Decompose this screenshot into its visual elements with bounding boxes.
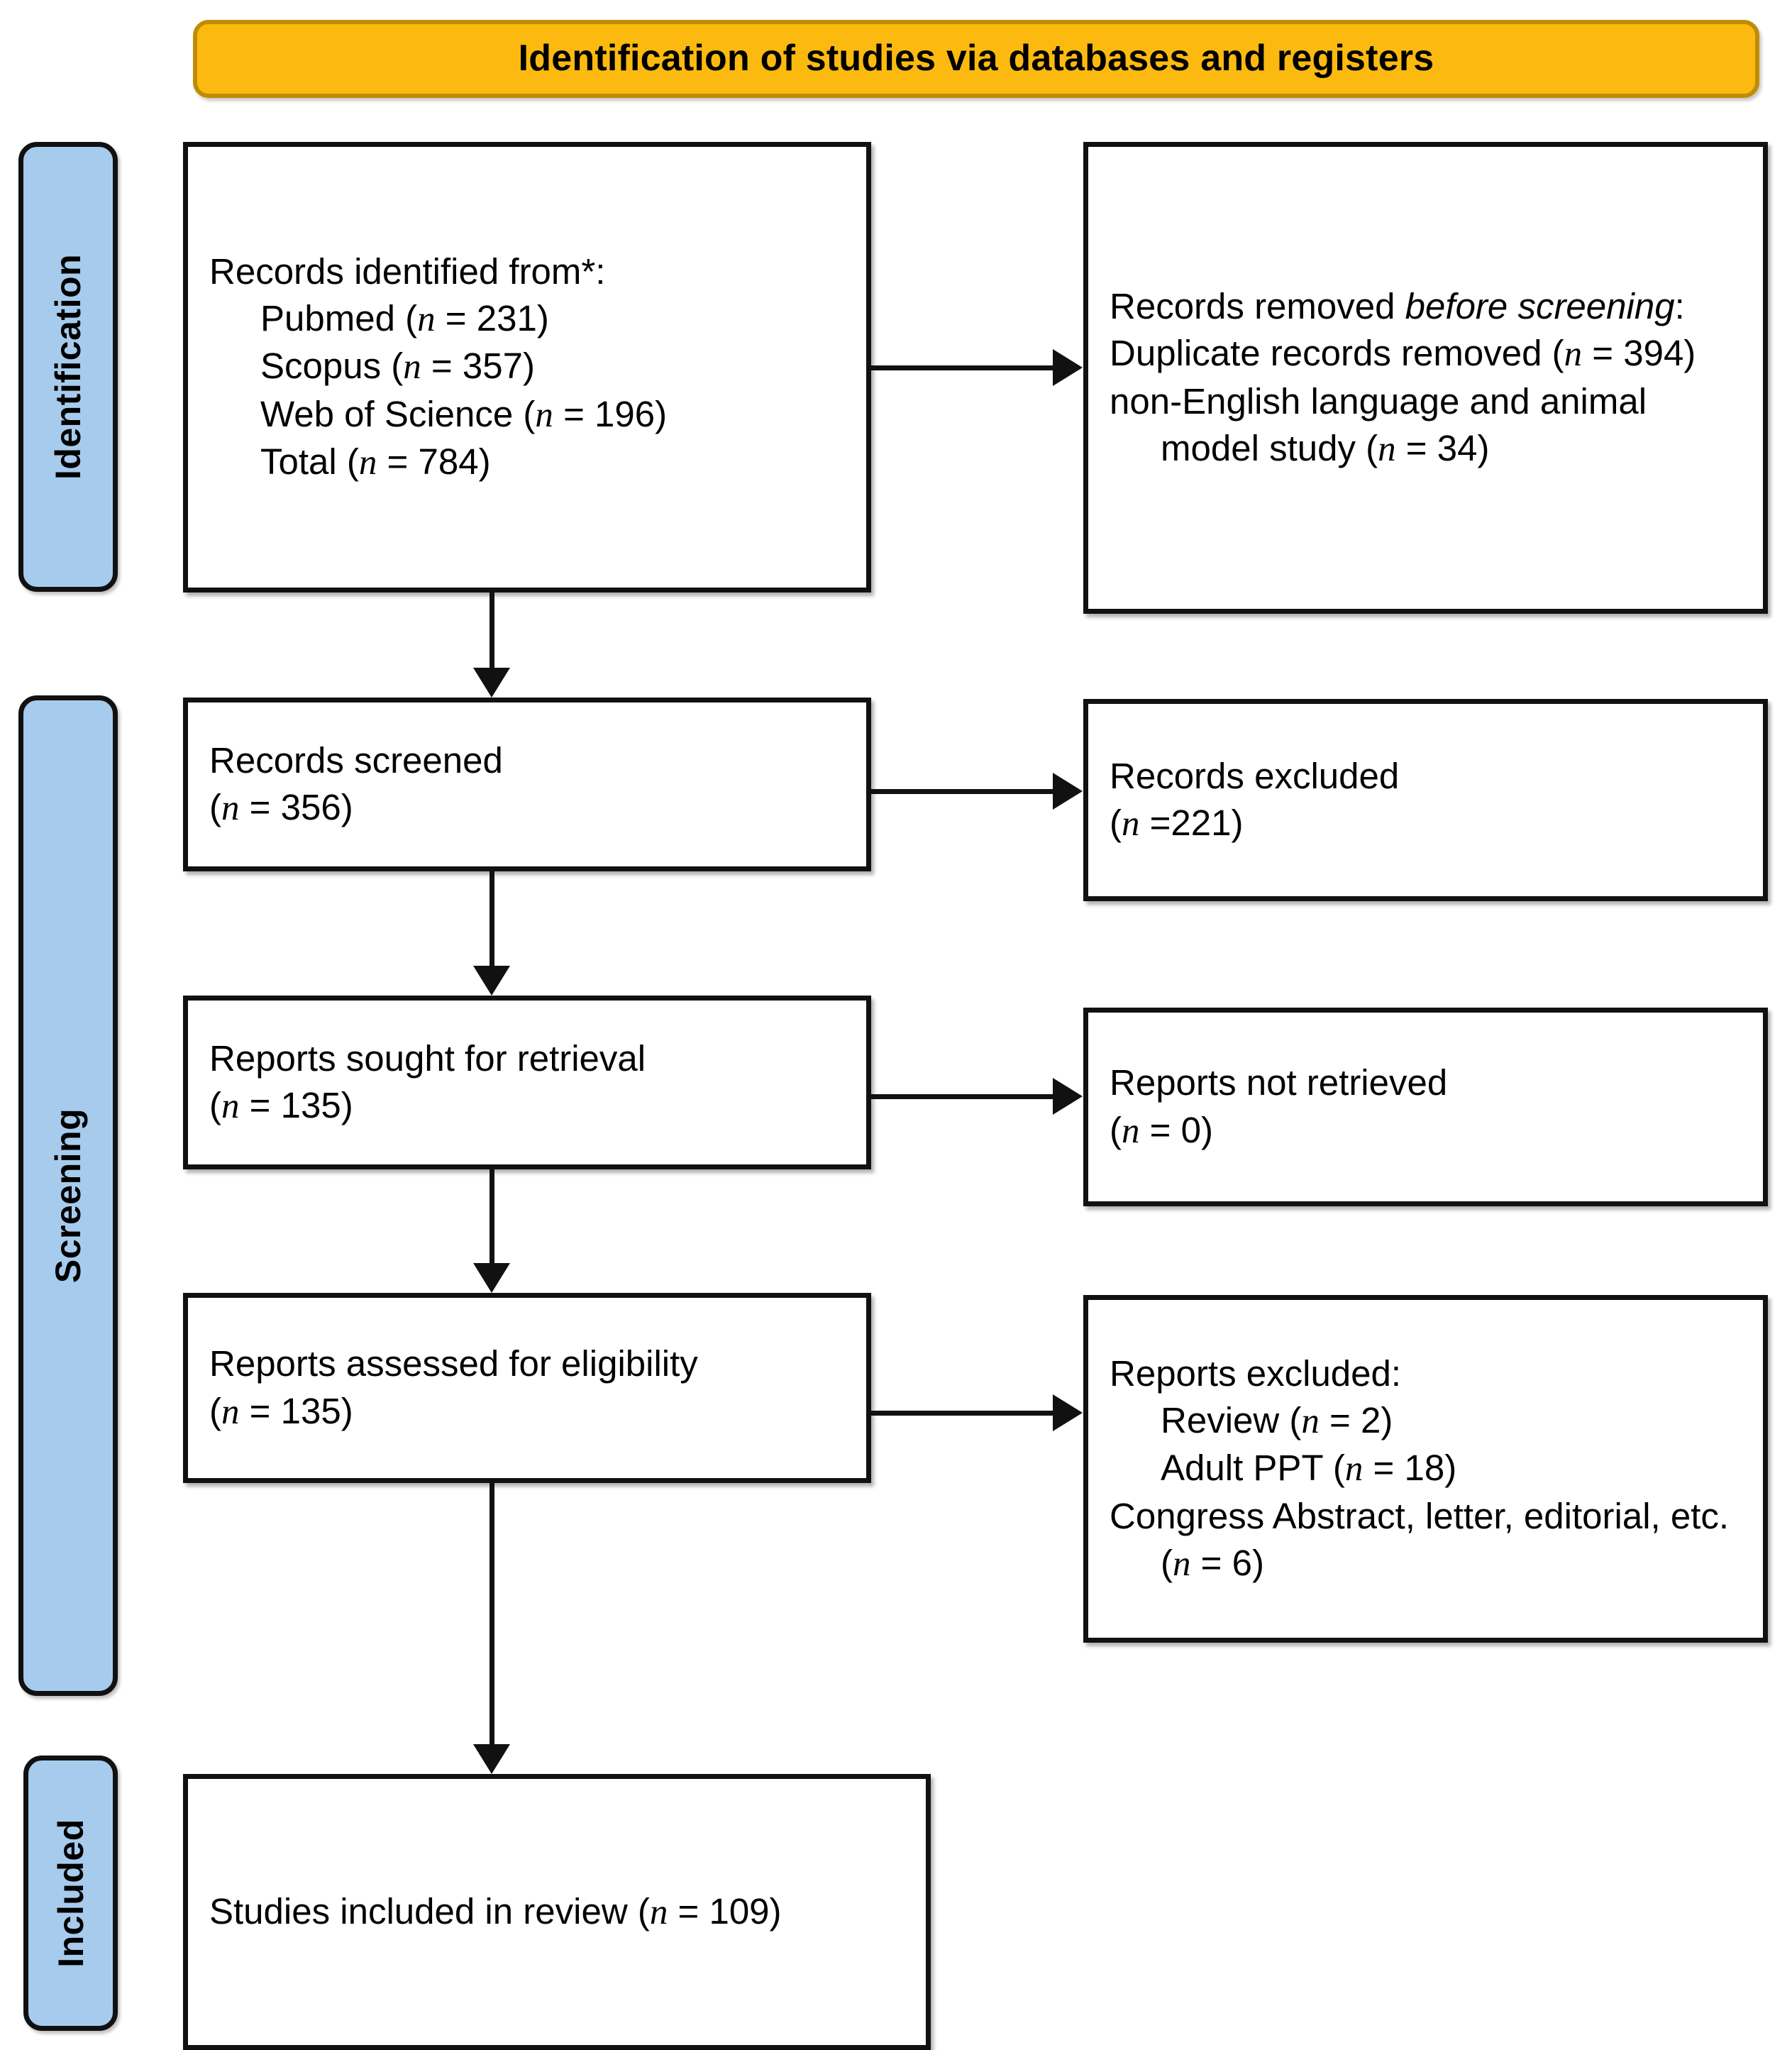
stage-label-identification-text: Identification (48, 253, 89, 480)
banner-title: Identification of studies via databases … (518, 38, 1434, 79)
reports-sought-label: Reports sought for retrieval (209, 1037, 646, 1079)
reports-not-retrieved-label: Reports not retrieved (1110, 1062, 1448, 1103)
box-reports-excluded-text: Reports excluded: Review (n = 2) Adult P… (1088, 1350, 1763, 1587)
box-records-removed-text: Records removed before screening: Duplic… (1088, 283, 1763, 473)
box-studies-included-text: Studies included in review (n = 109) (188, 1888, 926, 1936)
stage-label-included: Included (23, 1756, 118, 2031)
header-banner: Identification of studies via databases … (193, 20, 1759, 98)
box-reports-excluded: Reports excluded: Review (n = 2) Adult P… (1083, 1295, 1768, 1643)
reports-excluded-item-review: Review (n = 2) (1161, 1400, 1393, 1442)
arrow-sought-to-assessed-head (473, 1263, 510, 1293)
arrow-assessed-to-included-line (490, 1483, 494, 1744)
reports-assessed-count: (n = 135) (209, 1390, 353, 1432)
arrow-sought-to-not-retrieved-line (871, 1094, 1054, 1099)
box-records-identified-text: Records identified from*: Pubmed (n = 23… (188, 248, 866, 486)
stage-label-screening-text: Screening (48, 1108, 88, 1284)
arrow-screened-to-sought-line (490, 871, 494, 966)
box-reports-not-retrieved: Reports not retrieved (n = 0) (1083, 1008, 1768, 1206)
records-identified-item-scopus: Scopus (n = 357) (260, 346, 535, 387)
stage-label-screening: Screening (18, 695, 118, 1696)
box-records-removed: Records removed before screening: Duplic… (1083, 142, 1768, 614)
box-records-excluded: Records excluded (n =221) (1083, 699, 1768, 901)
reports-not-retrieved-count: (n = 0) (1110, 1109, 1213, 1151)
box-reports-sought: Reports sought for retrieval (n = 135) (183, 996, 871, 1169)
arrow-sought-to-not-retrieved-head (1053, 1078, 1083, 1115)
records-identified-heading: Records identified from*: (209, 250, 606, 292)
records-screened-count: (n = 356) (209, 787, 353, 828)
records-removed-item-duplicates: Duplicate records removed (n = 394) (1110, 333, 1696, 375)
studies-included-label: Studies included in review (n = 109) (209, 1890, 782, 1932)
arrow-screened-to-excluded-head (1053, 773, 1083, 810)
reports-excluded-item-adultppt: Adult PPT (n = 18) (1161, 1448, 1457, 1489)
box-studies-included: Studies included in review (n = 109) (183, 1774, 931, 2050)
box-records-excluded-text: Records excluded (n =221) (1088, 753, 1763, 848)
arrow-assessed-to-included-head (473, 1744, 510, 1774)
box-reports-sought-text: Reports sought for retrieval (n = 135) (188, 1035, 866, 1130)
reports-sought-count: (n = 135) (209, 1085, 353, 1126)
records-identified-item-total: Total (n = 784) (260, 441, 491, 483)
box-records-identified: Records identified from*: Pubmed (n = 23… (183, 142, 871, 593)
records-removed-item-nonenglish: non-English language and animal model st… (1110, 380, 1657, 469)
arrow-assessed-to-reports-excluded-head (1053, 1394, 1083, 1431)
box-reports-not-retrieved-text: Reports not retrieved (n = 0) (1088, 1059, 1763, 1154)
records-removed-heading: Records removed before screening: (1110, 285, 1685, 326)
arrow-identified-to-removed-line (871, 365, 1054, 370)
reports-excluded-heading: Reports excluded: (1110, 1352, 1402, 1394)
reports-assessed-label: Reports assessed for eligibility (209, 1343, 698, 1384)
arrow-assessed-to-reports-excluded-line (871, 1411, 1054, 1416)
arrow-screened-to-excluded-line (871, 789, 1054, 794)
arrow-identified-to-screened-line (490, 593, 494, 671)
box-records-screened-text: Records screened (n = 356) (188, 737, 866, 832)
records-excluded-label: Records excluded (1110, 755, 1400, 796)
reports-excluded-item-congress: Congress Abstract, letter, editorial, et… (1110, 1495, 1740, 1584)
box-records-screened: Records screened (n = 356) (183, 698, 871, 871)
records-identified-item-pubmed: Pubmed (n = 231) (260, 298, 549, 340)
records-screened-label: Records screened (209, 739, 503, 781)
arrow-identified-to-removed-head (1053, 349, 1083, 386)
records-excluded-count: (n =221) (1110, 803, 1244, 844)
records-identified-item-wos: Web of Science (n = 196) (260, 393, 668, 435)
stage-label-included-text: Included (50, 1819, 91, 1968)
box-reports-assessed-text: Reports assessed for eligibility (n = 13… (188, 1340, 866, 1435)
arrow-identified-to-screened-head (473, 668, 510, 698)
arrow-screened-to-sought-head (473, 966, 510, 996)
arrow-sought-to-assessed-line (490, 1169, 494, 1263)
box-reports-assessed: Reports assessed for eligibility (n = 13… (183, 1293, 871, 1483)
stage-label-identification: Identification (18, 142, 118, 592)
